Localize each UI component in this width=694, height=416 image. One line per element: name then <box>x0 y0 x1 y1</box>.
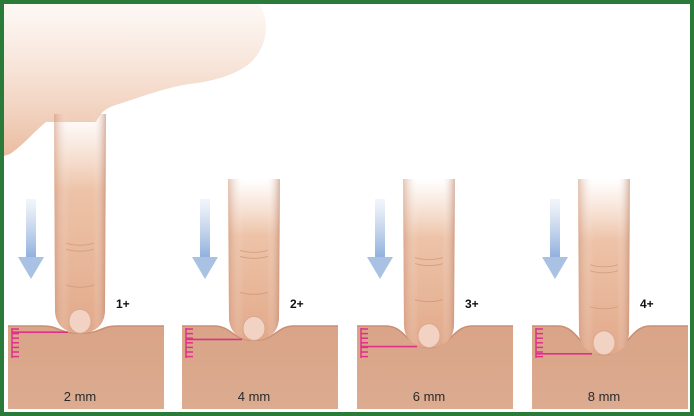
depth-label: 4 mm <box>238 389 271 404</box>
grade-label: 4+ <box>640 297 654 311</box>
depth-label: 2 mm <box>64 389 97 404</box>
panel-2: 2+ 4 mm <box>182 179 338 409</box>
depth-label: 8 mm <box>588 389 621 404</box>
panel-3: 3+ 6 mm <box>357 179 513 409</box>
finger-illustration <box>228 179 280 340</box>
fingernail <box>69 309 91 333</box>
depth-label: 6 mm <box>413 389 446 404</box>
fingernail <box>418 324 440 348</box>
fingernail <box>243 316 265 340</box>
pitting-edema-diagram: 1+ 2 mm 2+ 4 mm 3+ 6 mm 4+ 8 mm <box>4 4 690 412</box>
down-arrow-icon <box>367 199 393 279</box>
fingernail <box>593 331 615 355</box>
finger-illustration <box>578 179 630 355</box>
grade-label: 3+ <box>465 297 479 311</box>
down-arrow-icon <box>18 199 44 279</box>
panel-1: 1+ 2 mm <box>8 114 164 409</box>
down-arrow-icon <box>542 199 568 279</box>
finger-illustration <box>54 114 106 333</box>
down-arrow-icon <box>192 199 218 279</box>
grade-label: 2+ <box>290 297 304 311</box>
grade-label: 1+ <box>116 297 130 311</box>
hand-illustration <box>4 4 266 156</box>
panel-4: 4+ 8 mm <box>532 179 688 409</box>
finger-illustration <box>403 179 455 348</box>
